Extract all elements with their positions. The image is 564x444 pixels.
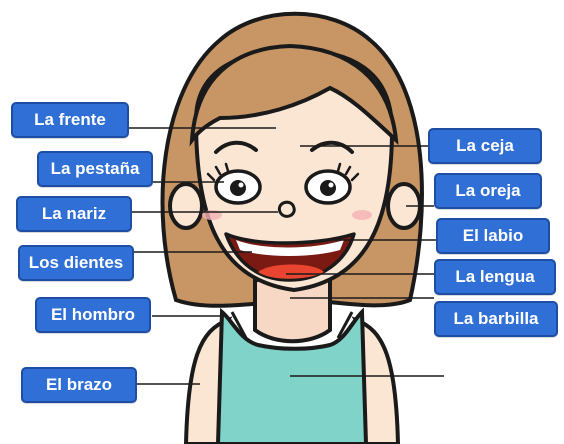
label-la-barbilla: La barbilla	[434, 301, 558, 337]
nose	[277, 200, 296, 218]
pointer-lines	[128, 127, 444, 385]
left-eyebrow	[214, 140, 258, 154]
hair-bangs	[189, 43, 399, 147]
right-eyebrow	[310, 140, 354, 154]
teeth	[236, 240, 344, 256]
left-ear	[168, 182, 204, 230]
label-la-frente: La frente	[11, 102, 129, 138]
right-eye-shine	[328, 182, 334, 188]
label-la-nariz: La nariz	[16, 196, 132, 232]
left-strap	[230, 311, 248, 339]
label-el-hombro: El hombro	[35, 297, 151, 333]
label-la-lengua: La lengua	[434, 259, 556, 295]
label-los-dientes: Los dientes	[18, 245, 134, 281]
label-el-brazo: El brazo	[21, 367, 137, 403]
left-pupil	[230, 180, 246, 196]
right-cheek	[352, 210, 372, 220]
label-la-ceja: La ceja	[428, 128, 542, 164]
label-la-pestana: La pestaña	[37, 151, 153, 187]
left-eyelashes	[206, 162, 230, 182]
tongue	[258, 264, 324, 279]
right-pupil	[320, 180, 336, 196]
right-eyelashes	[336, 162, 360, 182]
label-la-oreja: La oreja	[434, 173, 542, 209]
right-strap	[336, 311, 354, 339]
shirt	[215, 307, 369, 444]
neck	[253, 278, 332, 344]
label-el-labio: El labio	[436, 218, 550, 254]
left-eye-shine	[238, 182, 244, 188]
